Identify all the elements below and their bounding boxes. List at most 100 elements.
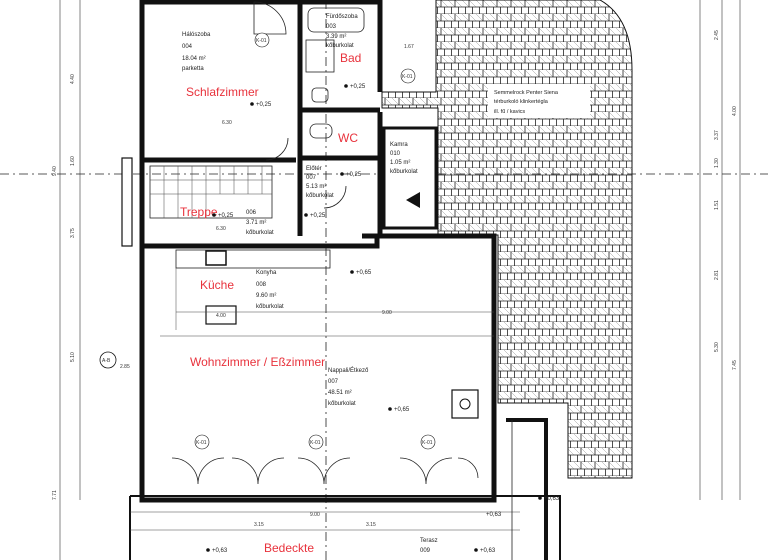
room-kamra-floor: kőburkolat bbox=[390, 169, 418, 175]
room-eloter-floor: kőburkolat bbox=[306, 193, 334, 199]
dim-top: 1.67 bbox=[404, 44, 414, 50]
label-de-schlafzimmer: Schlafzimmer bbox=[186, 85, 259, 99]
window-tags: K-01 K-01 K-01 K-01 K-01 bbox=[194, 32, 436, 450]
label-de-bad: Bad bbox=[340, 51, 361, 65]
level-marker: +0,25 bbox=[256, 102, 272, 108]
room-nappali-number: 007 bbox=[328, 379, 339, 385]
level-marker: +0,65 bbox=[356, 270, 372, 276]
level-marker: +0,25 bbox=[350, 84, 366, 90]
paving-note-box bbox=[488, 84, 590, 118]
kitchen-sink bbox=[205, 250, 227, 266]
section-dim: 2.85 bbox=[120, 364, 130, 370]
dim-right: 2.81 bbox=[714, 270, 720, 280]
svg-text:9.00: 9.00 bbox=[382, 310, 392, 316]
window-tag: K-01 bbox=[256, 38, 267, 44]
room-nappali-area: 48.51 m² bbox=[328, 390, 352, 396]
dim-right: 1.51 bbox=[714, 200, 720, 210]
room-furdo-number: 003 bbox=[326, 24, 337, 30]
room-halo-floor: parketta bbox=[182, 66, 204, 72]
dim-left: 1.60 bbox=[70, 156, 76, 166]
room-nappali-floor: kőburkolat bbox=[328, 401, 356, 407]
paving-note-line3: ill. fű / kavics bbox=[494, 109, 525, 115]
section-mark bbox=[99, 351, 117, 369]
door-living-2 bbox=[231, 457, 285, 485]
level-marker: +0,25 bbox=[310, 213, 326, 219]
room-konyha-area: 9.60 m² bbox=[256, 293, 276, 299]
washbasin bbox=[311, 87, 329, 103]
room-konyha-name: Konyha bbox=[256, 270, 277, 276]
paving-area bbox=[381, 0, 633, 479]
dim-right: 2.45 bbox=[714, 30, 720, 40]
dim-top: 3.15 bbox=[366, 522, 376, 528]
room-kamra-area: 1.05 m² bbox=[390, 160, 410, 166]
dim-left: 7.71 bbox=[52, 490, 58, 500]
dim-right: 5.30 bbox=[714, 342, 720, 352]
level-marker: +0,63 bbox=[486, 512, 502, 518]
window-tag: K-01 bbox=[310, 440, 321, 446]
window-tag: K-01 bbox=[196, 440, 207, 446]
level-marker: +0,63 bbox=[212, 548, 228, 554]
door-bedroom bbox=[253, 1, 287, 35]
upper-wall-right bbox=[362, 233, 380, 246]
kitchen-island bbox=[205, 305, 237, 325]
room-konyha-floor: kőburkolat bbox=[256, 304, 284, 310]
kitchen-counter bbox=[175, 249, 331, 269]
stove-burner bbox=[459, 398, 471, 410]
room-halo-area: 18.04 m² bbox=[182, 56, 206, 62]
dim-right: 1.30 bbox=[714, 158, 720, 168]
room-furdo-area: 3.39 m² bbox=[326, 34, 346, 40]
dim-top: 6.30 bbox=[222, 120, 232, 126]
dim-top: 9.00 bbox=[310, 512, 320, 518]
label-de-bedeckte: Bedeckte bbox=[264, 541, 314, 555]
room-terasz-number: 009 bbox=[420, 548, 431, 554]
shower bbox=[305, 39, 335, 73]
room-terasz-name: Terasz bbox=[420, 538, 438, 544]
level-marker: +0,25 bbox=[218, 213, 234, 219]
room-eloter-area: 5.13 m² bbox=[306, 184, 326, 190]
dims-left: 4.40 9.40 1.60 3.75 5.10 7.71 bbox=[52, 74, 76, 500]
door-living-4b bbox=[457, 457, 479, 479]
dim-left: 5.10 bbox=[70, 352, 76, 362]
dim-left: 3.75 bbox=[70, 228, 76, 238]
room-furdo-floor: kőburkolat bbox=[326, 43, 354, 49]
label-de-kuche: Küche bbox=[200, 278, 234, 292]
room-kamra-name: Kamra bbox=[390, 142, 408, 148]
staircase bbox=[149, 165, 273, 219]
label-de-wohnzimmer: Wohnzimmer / Eßzimmer bbox=[190, 355, 325, 369]
wc-bowl bbox=[309, 123, 333, 139]
room-lepcso-area: 3.71 m² bbox=[246, 220, 266, 226]
room-lepcso-number: 006 bbox=[246, 210, 257, 216]
door-living-4 bbox=[399, 457, 453, 485]
label-de-wc: WC bbox=[338, 131, 358, 145]
label-de-treppe: Treppe bbox=[180, 205, 218, 219]
dim-top: 6.30 bbox=[216, 226, 226, 232]
window-tag: K-01 bbox=[402, 74, 413, 80]
level-marker: +0,63 bbox=[480, 548, 496, 554]
level-marker: +0,65 bbox=[394, 407, 410, 413]
room-eloter-number: 007 bbox=[306, 175, 317, 181]
level-markers: +0,25 +0,25 +0,25 +0,25 +0,25 +0,65 +0,6… bbox=[206, 84, 560, 554]
stair-window bbox=[121, 157, 133, 247]
dim-right: 4.00 bbox=[732, 106, 738, 116]
dim-top: 3.15 bbox=[254, 522, 264, 528]
room-furdo-name: Fürdőszoba bbox=[326, 14, 358, 20]
dim-left: 9.40 bbox=[52, 166, 58, 176]
dim-right: 3.37 bbox=[714, 130, 720, 140]
room-nappali-name: Nappali/Étkező bbox=[328, 367, 369, 374]
dim-left: 4.40 bbox=[70, 74, 76, 84]
level-marker: +0,25 bbox=[346, 172, 362, 178]
stair-arrow bbox=[406, 192, 420, 208]
door-living-1 bbox=[171, 457, 225, 485]
window-tag: K-01 bbox=[422, 440, 433, 446]
door-bedroom-south bbox=[265, 137, 289, 161]
door-hall bbox=[323, 185, 347, 209]
svg-text:4.00: 4.00 bbox=[216, 313, 226, 319]
room-konyha-number: 008 bbox=[256, 282, 267, 288]
room-halo-number: 004 bbox=[182, 44, 193, 50]
stove bbox=[451, 389, 479, 419]
bathtub bbox=[307, 7, 365, 33]
door-living-3 bbox=[297, 457, 351, 485]
paving-note-line2: térburkoló klinkertégla bbox=[494, 99, 549, 105]
kamra-box bbox=[382, 126, 438, 230]
section-mark-label: A-B bbox=[102, 358, 111, 364]
